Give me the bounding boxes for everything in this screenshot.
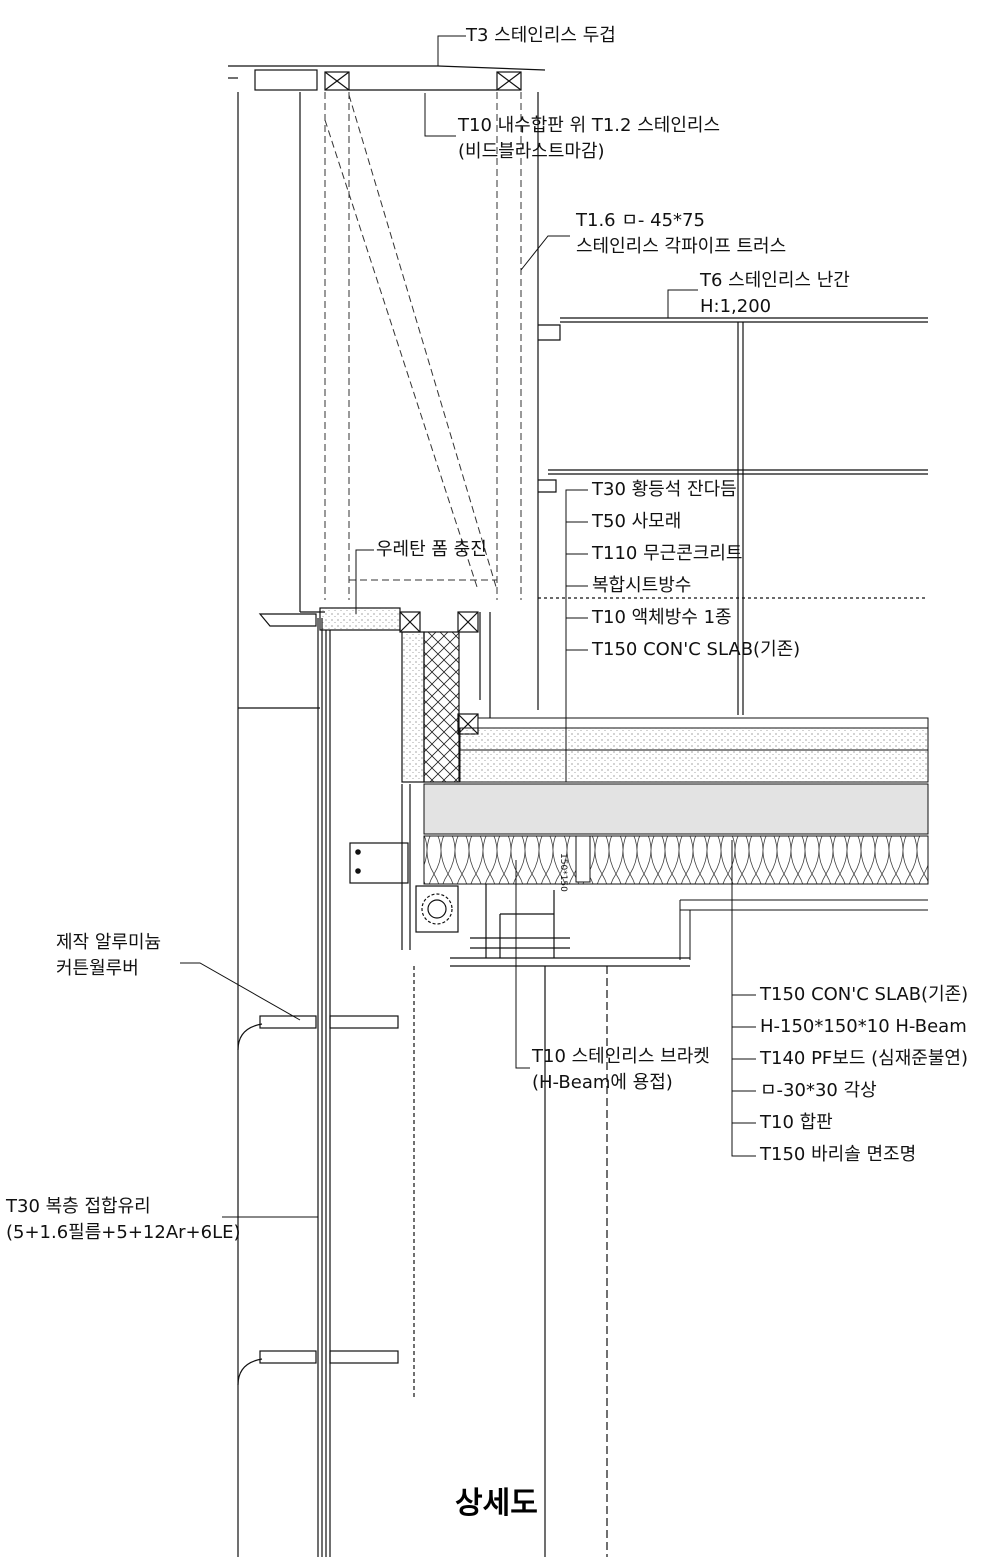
label-roof-layer: T10 액체방수 1종 bbox=[592, 607, 732, 628]
curtain-wall bbox=[237, 92, 331, 1557]
truss bbox=[324, 92, 522, 600]
label-plywood-finish: (비드블라스트마감) bbox=[458, 141, 605, 162]
label-truss: 스테인리스 각파이프 트러스 bbox=[576, 236, 787, 257]
label-roof-layer: T30 황등석 잔다듬 bbox=[592, 479, 737, 500]
label-top-cap: T3 스테인리스 두겁 bbox=[466, 25, 616, 46]
label-ceiling-layer: H-150*150*10 H-Beam bbox=[760, 1016, 967, 1037]
label-ceiling-layer: ㅁ-30*30 각상 bbox=[760, 1080, 877, 1101]
label-roof-layer: T110 무근콘크리트 bbox=[592, 543, 743, 564]
label-bracket: T10 스테인리스 브라켓 bbox=[532, 1046, 710, 1067]
roof-edge bbox=[319, 607, 491, 783]
label-bracket-weld: (H-Beam에 용접) bbox=[532, 1072, 673, 1093]
label-louver: 제작 알루미늄 bbox=[56, 932, 162, 953]
bracket-zone bbox=[349, 784, 690, 1557]
label-glass-spec: (5+1.6필름+5+12Ar+6LE) bbox=[6, 1222, 241, 1243]
label-railing: T6 스테인리스 난간 bbox=[700, 270, 850, 291]
parapet-cap bbox=[228, 65, 546, 710]
label-ceiling-layer: T10 합판 bbox=[760, 1112, 833, 1133]
drawing-title: 상세도 bbox=[455, 1486, 538, 1521]
label-roof-layer: T150 CON'C SLAB(기존) bbox=[592, 639, 801, 660]
label-railing-height: H:1,200 bbox=[700, 296, 772, 317]
roof-layers bbox=[423, 717, 929, 960]
label-urethane: 우레탄 폼 충진 bbox=[376, 539, 487, 560]
label-ceiling-layer: T150 CON'C SLAB(기존) bbox=[760, 984, 969, 1005]
label-roof-layer: 복합시트방수 bbox=[592, 575, 692, 596]
label-roof-layer: T50 사모래 bbox=[592, 511, 682, 532]
leader-lines bbox=[180, 35, 756, 1218]
label-louver-type: 커튼월루버 bbox=[56, 958, 139, 979]
louver-brackets bbox=[258, 613, 399, 1364]
railing bbox=[538, 317, 928, 715]
label-plywood: T10 내수합판 위 T1.2 스테인리스 bbox=[458, 115, 721, 136]
label-glass: T30 복층 접합유리 bbox=[6, 1196, 151, 1217]
label-ceiling-layer: T150 바리솔 면조명 bbox=[760, 1144, 917, 1165]
label-truss-size: T1.6 ㅁ- 45*75 bbox=[576, 210, 705, 231]
label-beam-tag: 150*150 bbox=[558, 853, 568, 892]
label-ceiling-layer: T140 PF보드 (심재준불연) bbox=[760, 1048, 968, 1069]
